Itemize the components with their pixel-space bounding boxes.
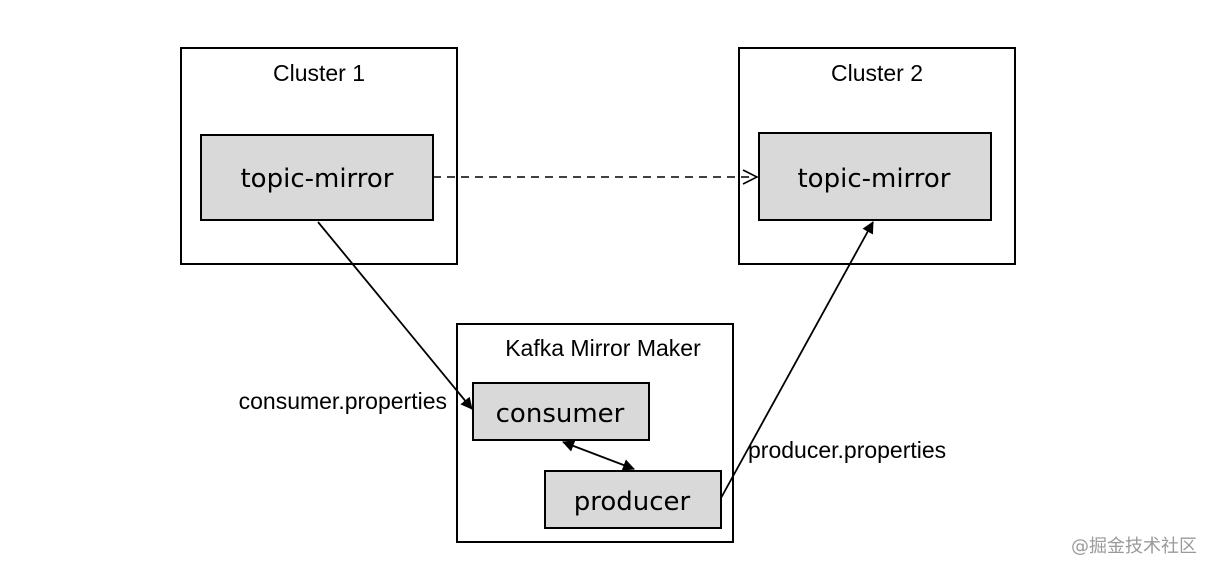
producer-box	[544, 470, 722, 529]
producer-label: producer	[574, 487, 691, 517]
cluster-1-topic-box	[200, 134, 434, 221]
mirror-maker-title: Kafka Mirror Maker	[505, 335, 701, 361]
producer-properties-label: producer.properties	[748, 437, 946, 463]
consumer-properties-label: consumer.properties	[239, 388, 447, 414]
produce-arrow	[720, 221, 874, 499]
cluster-2-topic-label: topic-mirror	[797, 164, 950, 194]
mirror-maker-group: Kafka Mirror Maker consumer producer	[456, 323, 734, 543]
watermark-text: @掘金技术社区	[1071, 536, 1197, 557]
cluster-2-topic-box	[758, 132, 992, 221]
consumer-box	[472, 382, 650, 441]
cluster-2-title: Cluster 2	[831, 60, 923, 86]
consumer-producer-arrow	[562, 440, 635, 471]
cluster-1-title: Cluster 1	[273, 60, 365, 86]
cluster-1-group: Cluster 1 topic-mirror	[180, 47, 458, 265]
cluster-1-topic-label: topic-mirror	[240, 164, 393, 194]
consumer-label: consumer	[496, 399, 625, 429]
cluster-2-group: Cluster 2 topic-mirror	[738, 47, 1016, 265]
consume-arrow	[317, 221, 473, 410]
